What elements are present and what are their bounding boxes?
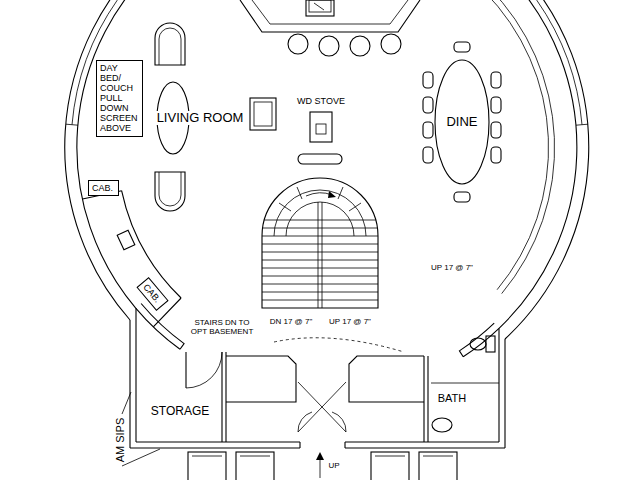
- stool: [288, 34, 308, 54]
- side-chair: [254, 102, 272, 126]
- room-name: STORAGE: [150, 405, 210, 418]
- bath-sink: [432, 418, 452, 432]
- wood-stove: [310, 112, 332, 142]
- armchair: [155, 172, 185, 211]
- partition-wall: [424, 356, 428, 442]
- dining-chair: [423, 122, 433, 138]
- stair-arrow: [306, 193, 332, 196]
- node-label: CAB.: [92, 183, 115, 193]
- closet-wall: [226, 356, 296, 402]
- node-label: DAY BED/ COUCH PULL DOWN SCREEN ABOVE: [100, 63, 138, 134]
- room-name: LIVING ROOM: [156, 111, 245, 125]
- toilet-tank: [486, 336, 495, 352]
- dining-chair: [423, 147, 433, 163]
- stair-count: DN 17 @ 7": [269, 318, 314, 327]
- fixture-label: WD STOVE: [296, 97, 346, 107]
- outer-wall: [65, 0, 589, 339]
- door-swing: [186, 352, 222, 388]
- dining-chair: [423, 72, 433, 88]
- counter: [252, 0, 408, 24]
- sink: [306, 0, 334, 16]
- up-arrow: [320, 458, 321, 478]
- stair-count: UP 17 @ 7": [328, 318, 372, 327]
- dining-chair: [454, 42, 470, 52]
- dining-chair: [491, 97, 501, 113]
- counter: [240, 0, 420, 32]
- stair-arrow-head: [328, 191, 336, 198]
- up-arrow-head: [316, 452, 324, 460]
- material-callout: AM SIPS: [114, 417, 126, 464]
- window: [537, 0, 582, 125]
- dining-chair: [491, 147, 501, 163]
- faucet: [314, 3, 324, 10]
- window-jamb: [576, 124, 588, 125]
- desk-monitor: [117, 230, 135, 250]
- stair-winder: [279, 187, 361, 211]
- wood-stove: [316, 124, 326, 134]
- closet-wall: [349, 356, 424, 402]
- wall-counter: [83, 191, 182, 327]
- dining-chair: [423, 97, 433, 113]
- node-label: CAB.: [141, 282, 164, 306]
- partition-wall: [136, 304, 184, 350]
- door-swing: [274, 338, 404, 352]
- daybed-box: DAY BED/ COUCH PULL DOWN SCREEN ABOVE: [96, 60, 143, 137]
- bath-counter: [431, 383, 499, 384]
- outer-wall: [499, 328, 505, 448]
- stair-outline: [262, 178, 378, 308]
- side-chair: [250, 98, 276, 130]
- partition-wall: [222, 352, 226, 442]
- room-name: DINE: [445, 115, 478, 129]
- door-swing: [298, 412, 346, 432]
- inner-wall: [77, 0, 577, 328]
- cabinet-box: CAB.: [136, 277, 168, 311]
- dining-chair: [454, 192, 470, 202]
- sink: [309, 0, 331, 12]
- stair-note: STAIRS DN TO OPT BASEMENT: [187, 319, 257, 337]
- outer-wall: [130, 442, 505, 448]
- armchair: [159, 28, 181, 65]
- double-door: [298, 382, 346, 432]
- leader-line: [122, 392, 131, 414]
- door-leaf: [185, 352, 186, 388]
- stair-count: UP 17 @ 7": [430, 264, 474, 273]
- armchair: [155, 23, 185, 65]
- leader-line: [122, 449, 160, 466]
- cabinet-box: CAB.: [88, 180, 119, 196]
- direction-label: UP: [327, 462, 340, 471]
- stool: [381, 34, 401, 54]
- room-name: BATH: [437, 392, 468, 404]
- dining-table: [435, 60, 489, 184]
- hearth: [298, 154, 342, 164]
- dining-chair: [491, 72, 501, 88]
- toilet-bowl: [470, 338, 486, 350]
- stair-tread: [262, 220, 378, 300]
- stool: [350, 36, 370, 56]
- armchair: [159, 172, 181, 206]
- dining-chair: [491, 122, 501, 138]
- partition-wall: [459, 323, 499, 357]
- outer-wall: [130, 308, 136, 448]
- stair-winder: [274, 190, 366, 236]
- window-jamb: [66, 124, 78, 125]
- stool: [319, 36, 339, 56]
- glass-door-frame: [192, 456, 453, 457]
- curved-counter: [484, 0, 555, 294]
